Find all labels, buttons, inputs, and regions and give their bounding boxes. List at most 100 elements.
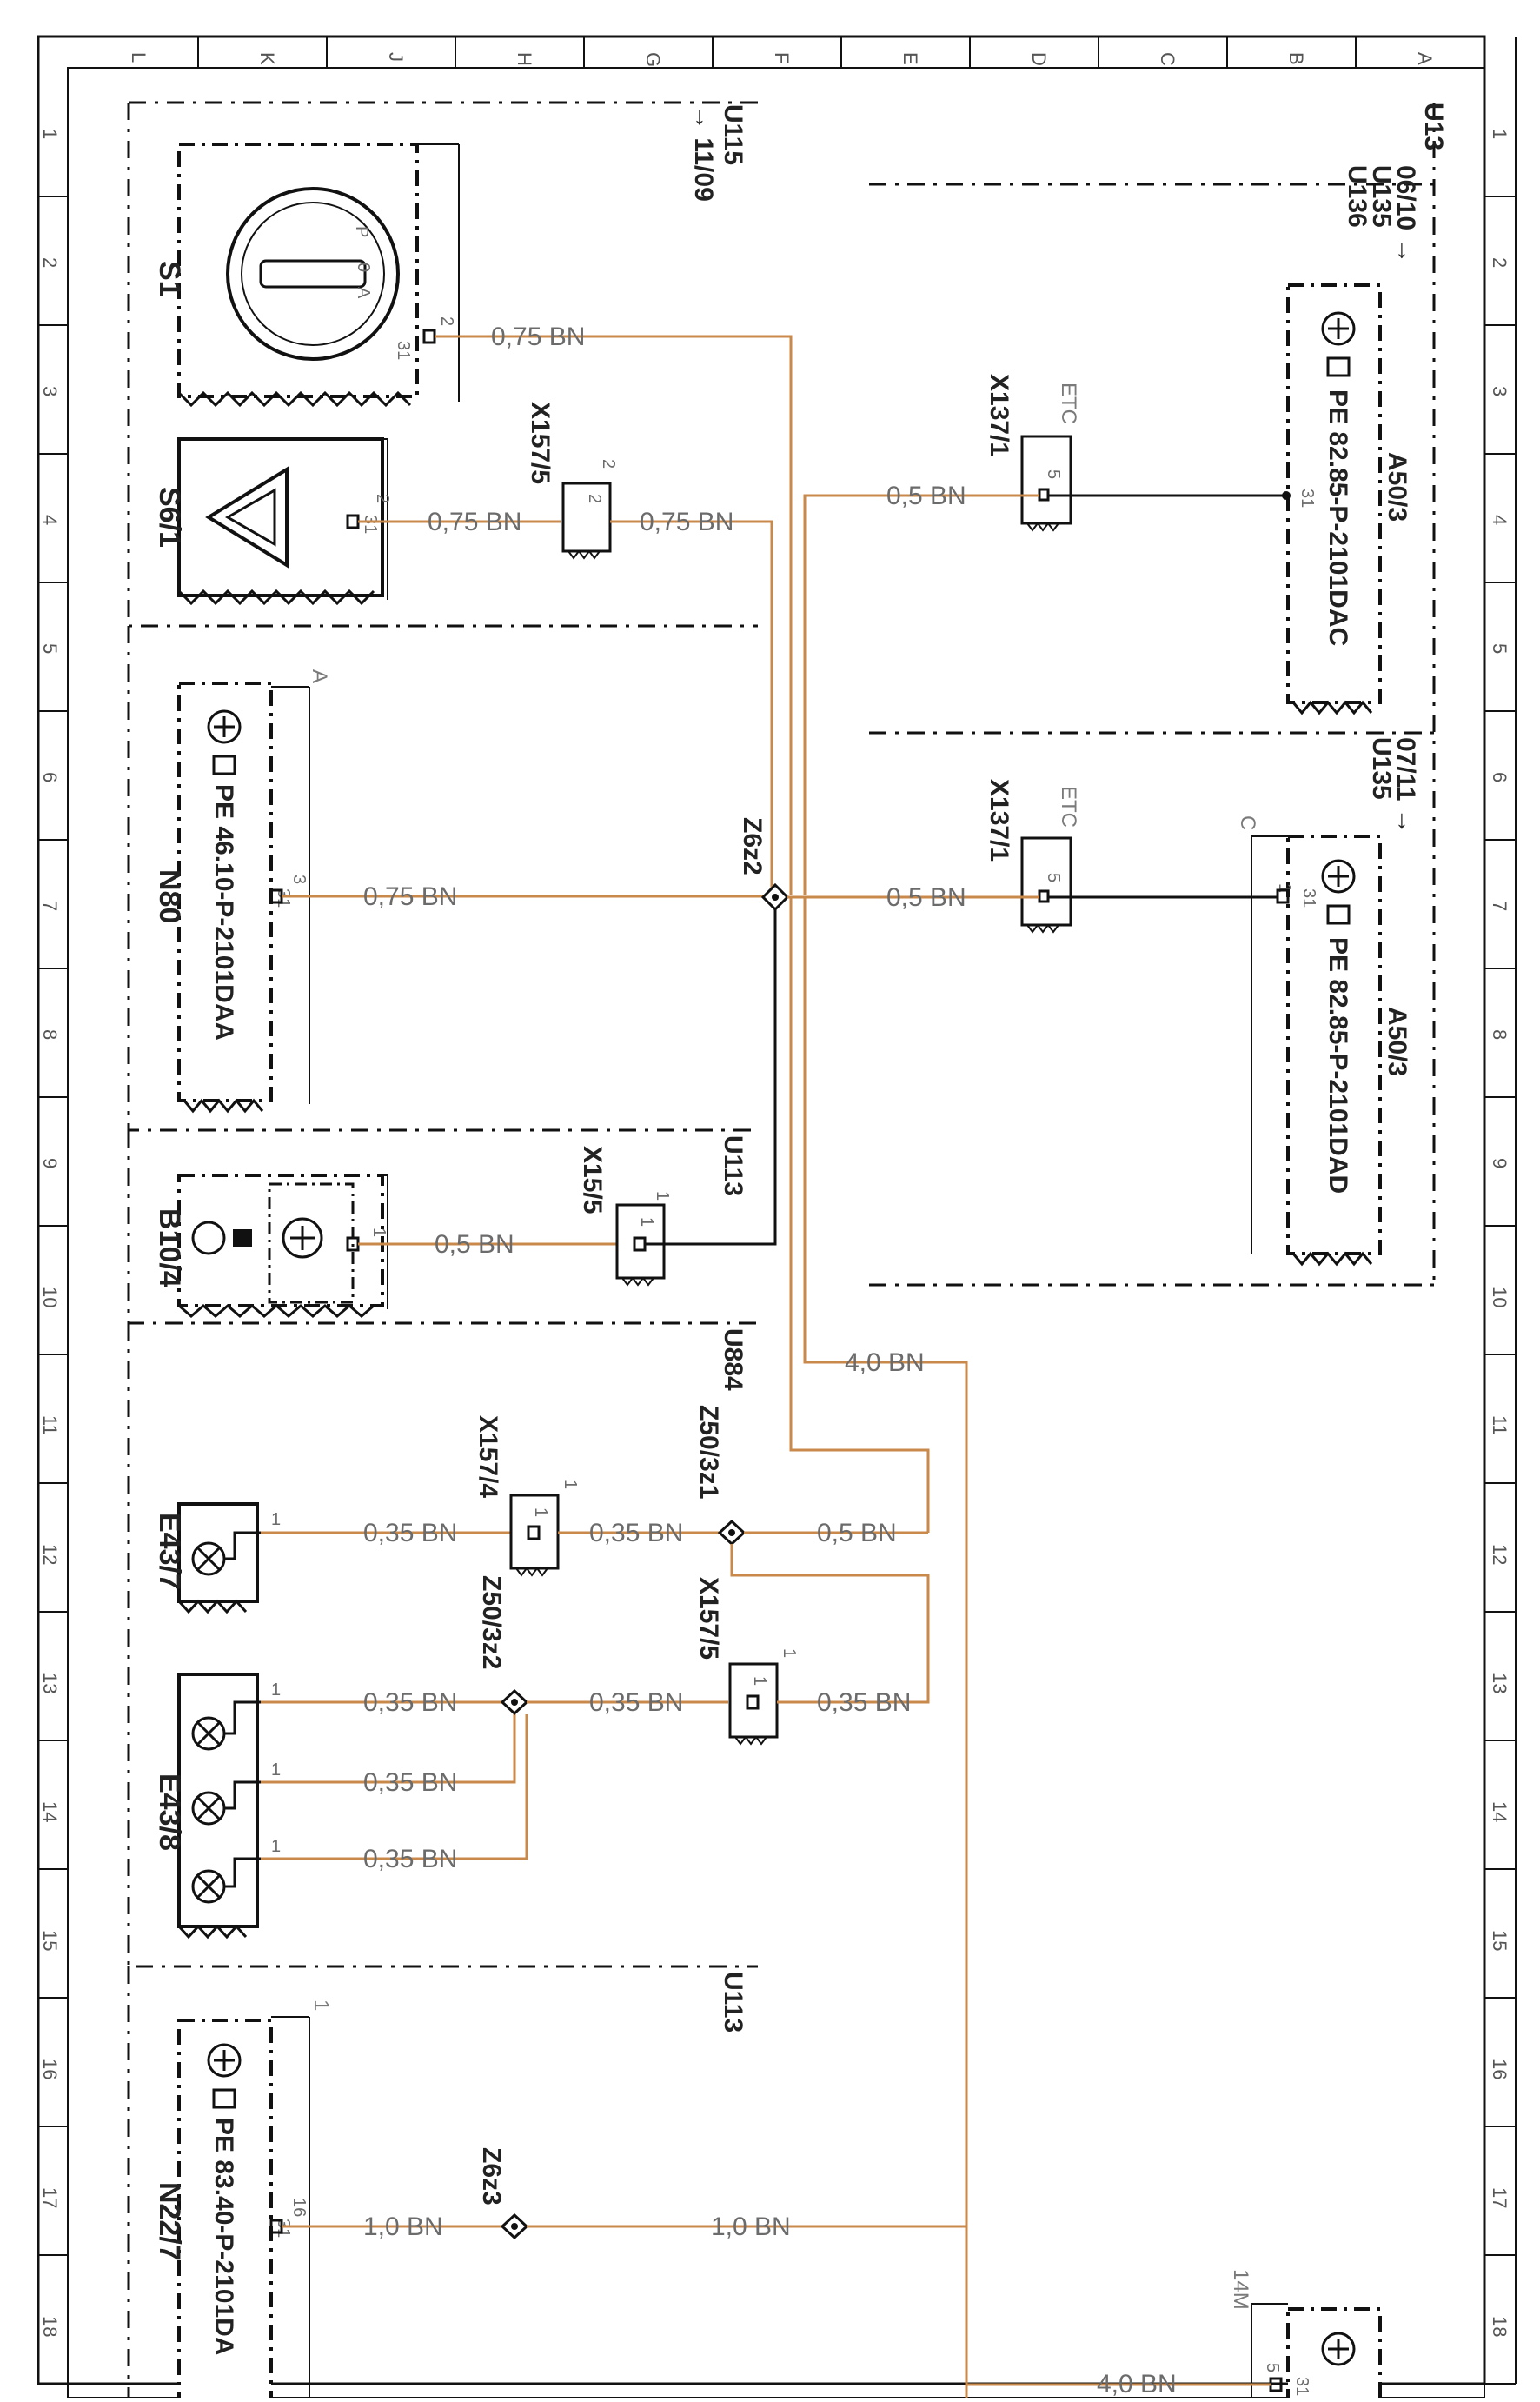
row-num-left-17: 17 — [39, 2187, 61, 2208]
a50-3-mid-pe: PE 82.85-P-2101DAD — [1324, 937, 1352, 1194]
bottom-pin: 5 — [1263, 2363, 1282, 2372]
s1-pin: 2 — [437, 316, 456, 326]
frame-label-u13: U13 — [1419, 103, 1448, 150]
e43-7-lamp: E43/7 1 — [153, 1502, 281, 1614]
frame-label-u115: U115 — [719, 104, 747, 165]
grid-letter-b: B — [1285, 52, 1307, 65]
s1-label: S1 — [153, 261, 186, 297]
wire-label-bottom: 4,0 BN — [1097, 2370, 1177, 2398]
wire-trunk — [803, 897, 968, 2398]
row-num-10: 10 — [1489, 1287, 1510, 1307]
e43-7-pin: 1 — [271, 1510, 281, 1529]
s1-light-switch: P 0 A S1 31 2 — [153, 143, 460, 408]
frame-label-u135-b: U135 — [1367, 737, 1396, 800]
n80-label: N80 — [153, 869, 186, 923]
wire-label-s1: 0,75 BN — [491, 323, 585, 351]
n22-7-module: 1 PE 83.40-P-2101DA N22/7 31 16 — [153, 1999, 333, 2402]
sensor-icon — [1321, 2332, 1356, 2366]
splice-z6z3: Z6z3 — [477, 2147, 529, 2240]
pointer-hand-icon — [1326, 356, 1351, 377]
frame-label-u113-a: U113 — [719, 1135, 747, 1196]
connector-x157-5-bottom: X157/5 1 1 — [694, 1577, 799, 1746]
n22-ref: 1 — [309, 1999, 333, 2011]
e43-7-label: E43/7 — [153, 1513, 186, 1590]
row-num-left-11: 11 — [39, 1415, 61, 1435]
wire-label-n22-right: 1,0 BN — [711, 2212, 791, 2241]
wire-label-n22-left: 1,0 BN — [363, 2212, 443, 2241]
e43-8-pin-a: 1 — [271, 1680, 281, 1700]
n80-pin: 3 — [289, 875, 309, 884]
pointer-hand-icon — [212, 2088, 236, 2109]
row-num-16: 16 — [1489, 2059, 1510, 2079]
wire-e43-8-c — [261, 1714, 528, 1860]
wire-x15-z6z2 — [645, 909, 777, 1246]
row-num-13: 13 — [1489, 1673, 1510, 1693]
s1-pos-p: P — [352, 226, 371, 237]
frame-ref-07-11: 07/11 → — [1391, 737, 1420, 835]
pointer-hand-icon — [1326, 904, 1351, 925]
a50-3-top-module: PE 82.85-P-2101DAC A50/3 31 — [1282, 283, 1411, 715]
grid-letter-c: C — [1157, 52, 1178, 66]
sensor-icon — [1321, 311, 1356, 346]
s1-pos-0: 0 — [354, 263, 373, 272]
x137-mid-pin: 5 — [1044, 873, 1063, 882]
row-num-left-1: 1 — [39, 129, 61, 139]
hazard-triangle-icon — [205, 466, 289, 569]
sensor-icon — [282, 1217, 323, 1259]
a50-mid-ref: C — [1236, 815, 1259, 830]
sensor-icon — [207, 2043, 242, 2078]
z6z3-label: Z6z3 — [477, 2147, 506, 2206]
e43-8-label: E43/8 — [153, 1773, 186, 1851]
s6-pin: 2 — [373, 494, 392, 503]
connector-x15-5: X15/5 1 1 — [578, 1146, 672, 1287]
wire-label-e43-8-b: 0,35 BN — [363, 1768, 457, 1797]
row-num-left-9: 9 — [39, 1158, 61, 1168]
grid-letter-g: G — [642, 52, 664, 67]
x157-5b-pin: 1 — [750, 1676, 769, 1686]
z50-3z2-label: Z50/3z2 — [477, 1575, 506, 1669]
frame-label-u135: U135 — [1367, 165, 1396, 228]
row-num-left-4: 4 — [39, 515, 61, 525]
row-num-left-16: 16 — [39, 2059, 61, 2079]
pointer-hand-icon — [212, 755, 236, 775]
e43-8-lamps: E43/8 1 1 1 — [153, 1673, 281, 1940]
connector-x157-5-top: X157/5 2 2 — [526, 402, 618, 560]
wire-label-a50-top: 0,5 BN — [886, 482, 966, 510]
row-num-left-12: 12 — [39, 1544, 61, 1565]
grid-letter-f: F — [771, 52, 793, 63]
row-num-left-10: 10 — [39, 1287, 61, 1307]
frame-label-u113-b: U113 — [719, 1972, 747, 2033]
x137-1-mid-label: X137/1 — [985, 779, 1013, 862]
row-num-left-18: 18 — [39, 2316, 61, 2337]
row-num-18: 18 — [1489, 2316, 1510, 2337]
a50-3-mid-label: A50/3 — [1383, 1007, 1411, 1076]
x157-4-pin-b: 1 — [561, 1480, 580, 1489]
splice-z50-3z2: Z50/3z2 — [477, 1575, 529, 1716]
frame-label-u884: U884 — [719, 1328, 747, 1391]
row-num-left-8: 8 — [39, 1029, 61, 1040]
x157-5-pin-b: 2 — [599, 459, 618, 469]
b10-4-sensor: B10/4 1 — [153, 1174, 388, 1318]
a50-3-top-label: A50/3 — [1383, 452, 1411, 522]
x15-5-pin: 1 — [637, 1217, 656, 1227]
row-num-3: 3 — [1489, 386, 1510, 396]
frame-label-u136: U136 — [1343, 165, 1371, 228]
e43-8-pin-c: 1 — [271, 1837, 281, 1856]
wire-label-x157-5b: 0,35 BN — [817, 1688, 911, 1717]
z50-3z1-label: Z50/3z1 — [694, 1405, 723, 1499]
n22-7-pe: PE 83.40-P-2101DA — [209, 2118, 238, 2356]
top-grid-row: L K J H G F E D C B A — [68, 37, 1484, 69]
wire-label-trunk: 4,0 BN — [845, 1348, 925, 1377]
row-num-2: 2 — [1489, 257, 1510, 268]
n22-7-label: N22/7 — [153, 2182, 186, 2261]
etc-label-a: ETC — [1057, 383, 1080, 424]
row-num-9: 9 — [1489, 1158, 1510, 1168]
n80-pe: PE 46.10-P-2101DAA — [209, 784, 238, 1041]
s6-1-label: S6/1 — [153, 487, 186, 548]
x157-5-bottom-label: X157/5 — [694, 1577, 723, 1660]
a50-3-mid-module: C PE 82.85-P-2101DAD A50/3 1 31 — [1236, 815, 1411, 1267]
s1-pos-a: A — [354, 287, 373, 299]
frame-ref-06-10: 06/10 → — [1391, 165, 1420, 263]
wire-z50-down — [730, 1544, 930, 1704]
